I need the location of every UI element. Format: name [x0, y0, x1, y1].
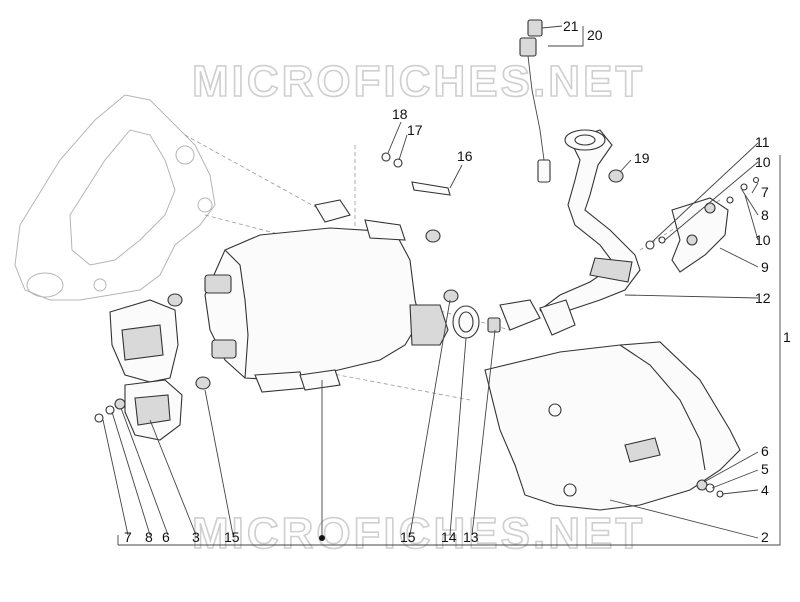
callout-18: 18 — [392, 106, 408, 122]
watermark-top: MICROFICHES.NET — [192, 57, 645, 106]
callout-11: 11 — [755, 134, 770, 150]
leader-lines — [102, 25, 759, 541]
gasket-and-clamp — [452, 299, 541, 339]
callout-6-left: 6 — [162, 529, 170, 545]
callout-6-right: 6 — [761, 443, 769, 459]
callout-15-center: 15 — [400, 529, 416, 545]
watermark-bottom: MICROFICHES.NET — [192, 509, 645, 558]
left-heat-shield — [109, 299, 183, 441]
callout-21: 21 — [563, 18, 579, 34]
callout-7-left: 7 — [124, 529, 132, 545]
callout-10-top: 10 — [755, 154, 771, 170]
callout-labels: 1 2 3 4 5 6 6 7 7 8 8 9 10 10 11 12 13 1… — [124, 18, 791, 545]
callout-7-right: 7 — [761, 184, 769, 200]
callout-5: 5 — [761, 461, 769, 477]
lambda-sensor — [519, 19, 551, 183]
callout-13: 13 — [463, 529, 479, 545]
bolt-and-washers — [381, 152, 451, 196]
screw-washer-set-right — [696, 479, 724, 498]
rubber-grommets — [167, 229, 459, 390]
callout-12: 12 — [755, 290, 771, 306]
callout-1: 1 — [783, 329, 791, 345]
callout-4: 4 — [761, 482, 769, 498]
callout-20: 20 — [587, 27, 603, 43]
callout-8-right: 8 — [761, 207, 769, 223]
callout-9: 9 — [761, 259, 769, 275]
callout-14: 14 — [441, 529, 457, 545]
screw-washer-set-left — [94, 398, 126, 423]
nut-19 — [608, 169, 624, 183]
callout-10-bottom: 10 — [755, 232, 771, 248]
frame-swingarm-ghost — [14, 94, 216, 301]
assembly-group-frame — [117, 26, 781, 546]
callout-3: 3 — [192, 529, 200, 545]
callout-2: 2 — [761, 529, 769, 545]
callout-16: 16 — [457, 148, 473, 164]
muffler-body — [204, 199, 449, 393]
right-heat-shield — [645, 176, 760, 273]
callout-15-left: 15 — [224, 529, 240, 545]
exhaust-pipe — [539, 129, 641, 336]
callout-17: 17 — [407, 122, 423, 138]
callout-19: 19 — [634, 150, 650, 166]
silencer-cover — [484, 341, 741, 511]
callout-8-left: 8 — [145, 529, 153, 545]
